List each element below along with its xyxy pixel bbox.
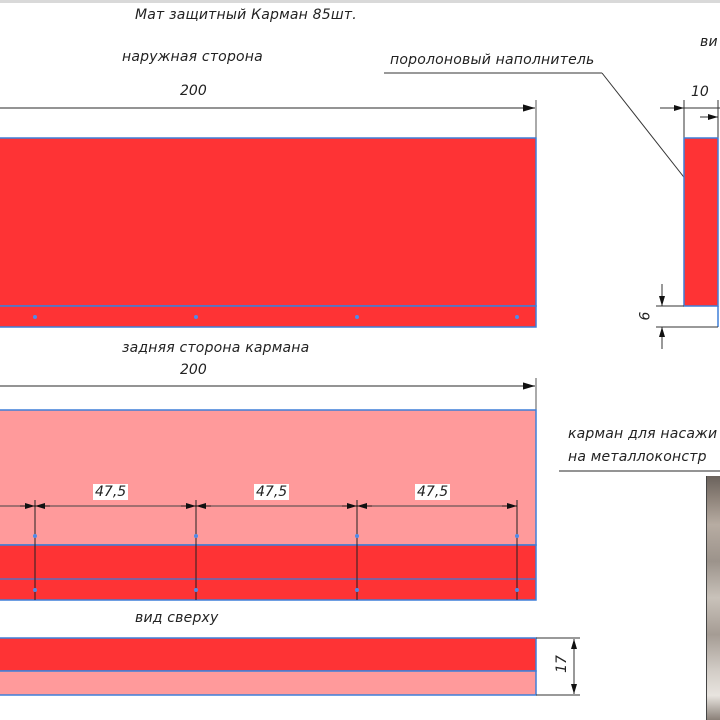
front-view — [0, 100, 537, 328]
side-view — [384, 72, 720, 349]
top-thickness-value: 17 — [553, 655, 570, 673]
rivet — [33, 588, 37, 592]
spacing-dimensions — [0, 500, 518, 600]
rivet — [33, 315, 37, 319]
back-view-label: задняя сторона кармана — [122, 340, 310, 356]
pocket-note-line1: карман для насажи — [568, 426, 718, 442]
rivet — [515, 315, 519, 319]
rivet — [515, 534, 519, 538]
side-view-label: ви — [700, 34, 718, 50]
rivet — [355, 588, 359, 592]
top-border — [0, 0, 720, 3]
rivet — [194, 534, 198, 538]
top-back-layer — [0, 670, 537, 696]
filler-label: поролоновый наполнитель — [390, 52, 595, 68]
drawing-title: Мат защитный Карман 85шт. — [135, 7, 357, 23]
front-strip — [0, 305, 537, 328]
rivet — [194, 588, 198, 592]
front-width-value: 200 — [180, 83, 207, 99]
pocket-photo — [706, 476, 720, 720]
back-view — [0, 378, 537, 601]
side-gap-value: 6 — [637, 311, 654, 321]
front-panel — [0, 137, 537, 307]
leader-line — [601, 72, 695, 191]
side-panel — [683, 137, 719, 307]
back-width-value: 200 — [180, 362, 207, 378]
rivet — [355, 315, 359, 319]
back-panel — [0, 409, 537, 546]
side-width-value: 10 — [691, 84, 709, 100]
top-view — [0, 637, 580, 696]
rivet — [194, 315, 198, 319]
rivet — [515, 588, 519, 592]
spacing-value: 47,5 — [254, 484, 290, 500]
back-pocket — [0, 544, 537, 601]
top-front-layer — [0, 637, 537, 672]
spacing-value: 47,5 — [93, 484, 129, 500]
pocket-note-line2: на металлоконстр — [568, 449, 707, 465]
rivet — [33, 534, 37, 538]
spacing-value: 47,5 — [415, 484, 451, 500]
top-view-label: вид сверху — [135, 610, 219, 626]
front-view-label: наружная сторона — [122, 49, 263, 65]
rivet — [355, 534, 359, 538]
